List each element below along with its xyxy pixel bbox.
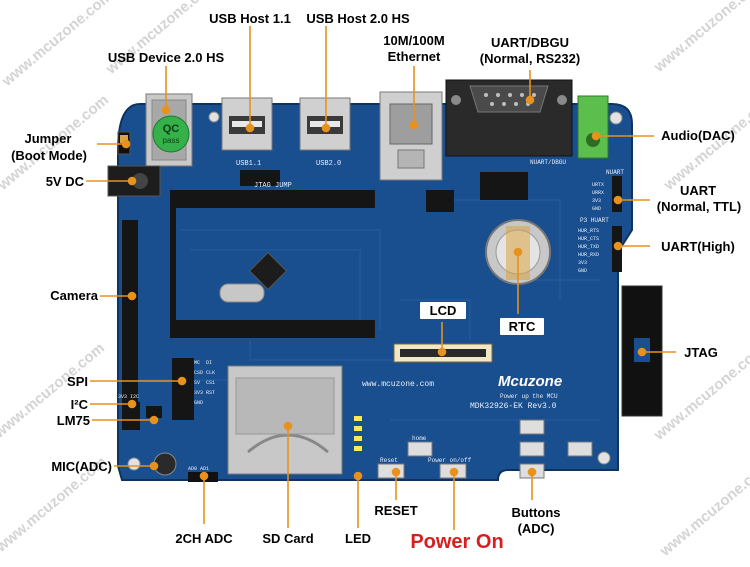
label-uart-high: UART(High) [661, 239, 735, 254]
silk-nuart: NUART/DBGU [530, 159, 566, 166]
uart-ttl-header [612, 176, 622, 212]
audio-jack [577, 95, 609, 159]
label-jumper-line1: Jumper [24, 131, 72, 146]
svg-text:CLK: CLK [206, 370, 215, 376]
silk-url: www.mcuzone.com [362, 380, 434, 389]
silk-nuart2: NUART [606, 169, 624, 176]
label-camera: Camera [50, 288, 98, 303]
silk-jtag-jump: JTAG JUMP [254, 182, 292, 190]
label-buttons-line2: (ADC) [517, 521, 555, 536]
svg-text:DI: DI [206, 360, 212, 366]
small-ic [426, 190, 454, 212]
silkscreen: USB1.1 USB2.0 JTAG JUMP NUART/DBGU P3 HU… [118, 159, 624, 472]
label-uart-dbgu-line1: UART/DBGU [491, 35, 569, 50]
svg-text:URTX: URTX [592, 182, 604, 188]
label-usb-host-20: USB Host 2.0 HS [306, 11, 410, 26]
label-audio: Audio(DAC) [661, 128, 735, 143]
silk-uart-pins: URTX URRX 3V3 GND [592, 182, 604, 212]
label-buttons-line1: Buttons [511, 505, 561, 520]
label-spi: SPI [67, 374, 88, 389]
label-usb-host-11: USB Host 1.1 [209, 11, 291, 26]
svg-text:3V3: 3V3 [578, 260, 587, 266]
camera-header [122, 220, 138, 404]
label-lm75: LM75 [56, 413, 90, 428]
label-uart-dbgu-line2: (Normal, RS232) [479, 51, 581, 66]
svg-text:GND: GND [194, 400, 203, 406]
svg-text:CS1: CS1 [206, 380, 215, 386]
svg-text:HUR_TXD: HUR_TXD [578, 244, 599, 250]
silk-huart: P3 HUART [580, 217, 609, 224]
crystal [219, 283, 265, 303]
silk-tagline: Power up the MCU [500, 393, 558, 400]
label-reset: RESET [374, 503, 418, 518]
label-i2c: I²C [70, 397, 88, 412]
svg-text:GND: GND [578, 268, 587, 274]
svg-text:HUR_RTS: HUR_RTS [578, 228, 599, 234]
label-power-on: Power On [410, 531, 504, 553]
svg-text:CSD: CSD [194, 370, 203, 376]
leader-lines [86, 26, 676, 530]
silk-i2c: 3V3 I2C [118, 394, 139, 400]
i2c-header [122, 402, 162, 430]
silk-model: MDK32926-EK Rev3.0 [470, 402, 557, 411]
label-jumper-line2: (Boot Mode) [11, 148, 87, 163]
sd-card-slot [227, 365, 343, 475]
label-2ch-adc: 2CH ADC [175, 531, 233, 546]
svg-text:HUR_RXD: HUR_RXD [578, 252, 599, 258]
svg-text:HUR_CTS: HUR_CTS [578, 236, 599, 242]
svg-text:RST: RST [206, 390, 215, 396]
label-5v-dc: 5V DC [45, 174, 84, 189]
svg-text:SV: SV [194, 380, 200, 386]
silk-brand: Mcuzone [498, 373, 562, 390]
svg-text:GND: GND [592, 206, 601, 212]
label-ethernet-line1: 10M/100M [383, 33, 445, 48]
label-sd-card: SD Card [262, 531, 314, 546]
label-ethernet-line2: Ethernet [387, 49, 441, 64]
silk-usb2: USB2.0 [316, 160, 341, 168]
label-lcd: LCD [420, 302, 466, 319]
usb-host-11-connector [221, 97, 273, 151]
qc-sticker [152, 115, 190, 153]
silk-adc: AD0 AD1 [188, 466, 209, 472]
svg-text:URRX: URRX [592, 190, 604, 196]
led-cluster [354, 416, 362, 451]
label-rtc: RTC [500, 318, 544, 335]
main-header-top [170, 190, 375, 338]
ethernet-jack [379, 91, 443, 181]
mcu-chip [248, 251, 288, 291]
silk-home: home [412, 435, 427, 442]
pin-header-jtag-jump [240, 170, 280, 186]
label-jtag: JTAG [684, 345, 718, 360]
svg-text:3V3: 3V3 [592, 198, 601, 204]
svg-text:MC: MC [194, 360, 200, 366]
qc-sticker-line1: QC [163, 123, 180, 135]
silk-reset: Reset [380, 457, 398, 464]
label-uart-ttl-line1: UART [679, 183, 717, 198]
label-uart-ttl-line2: (Normal, TTL) [656, 199, 742, 214]
label-mic: MIC(ADC) [51, 459, 112, 474]
silk-usb1: USB1.1 [236, 160, 261, 168]
silk-power: Power on/off [428, 457, 472, 464]
db9-connector [445, 79, 573, 157]
usb-device-connector: QC pass [145, 93, 193, 167]
qc-sticker-line2: pass [163, 136, 180, 145]
silk-huart-pins: HUR_RTS HUR_CTS HUR_TXD HUR_RXD 3V3 GND [578, 228, 599, 274]
uart-chip [480, 172, 528, 200]
label-usb-device: USB Device 2.0 HS [107, 50, 225, 65]
label-led: LED [345, 531, 371, 546]
spi-header [172, 358, 194, 420]
svg-text:3V3: 3V3 [194, 390, 203, 396]
silk-spi-pins: MC CSD SV 3V3 GND DI CLK CS1 RST [194, 360, 215, 406]
